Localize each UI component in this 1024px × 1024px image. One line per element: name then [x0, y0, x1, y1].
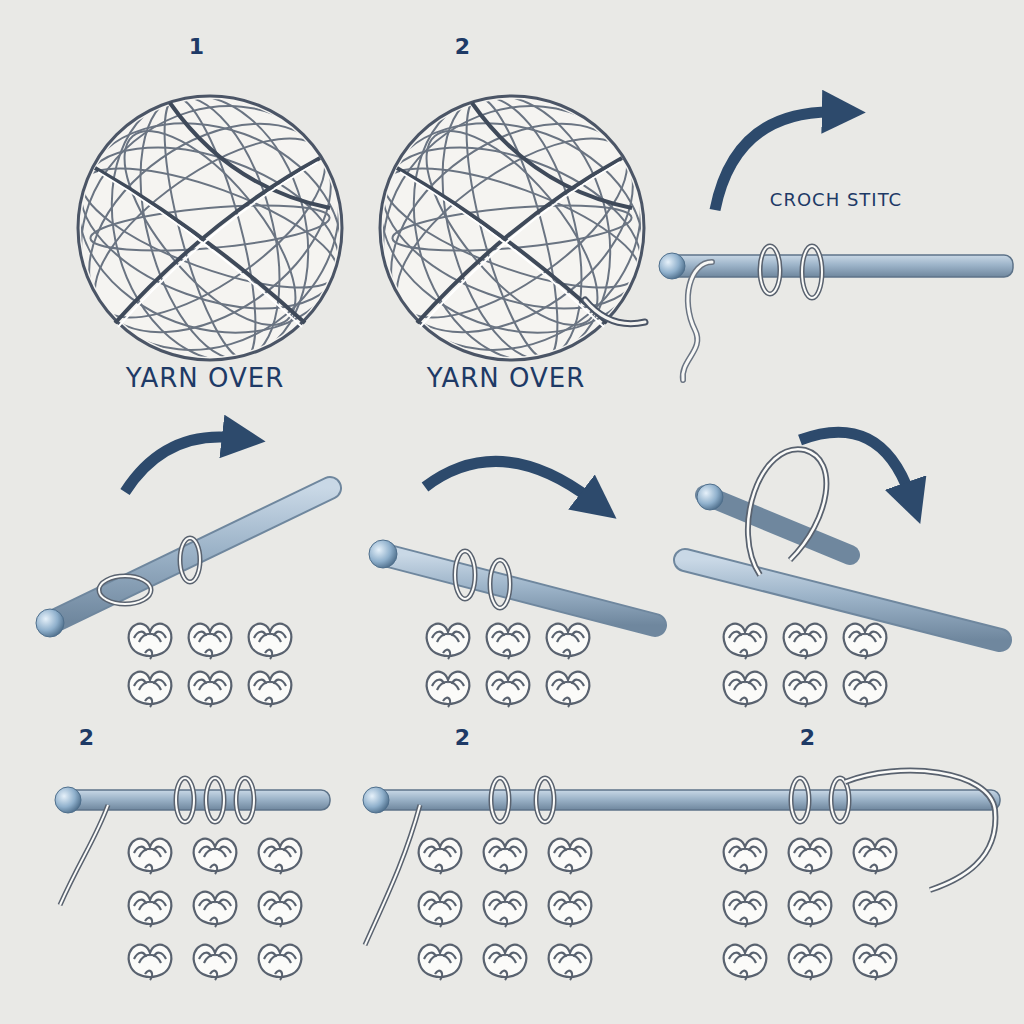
- step-number: 2: [79, 726, 95, 750]
- step-number: 1: [189, 35, 205, 59]
- step-number: 2: [800, 726, 816, 750]
- step-caption: YARN OVER: [126, 364, 285, 393]
- step-number: 2: [455, 726, 471, 750]
- step-number: 2: [455, 35, 471, 59]
- step-caption: YARN OVER: [427, 364, 586, 393]
- step-caption: CROCH STITC: [770, 190, 902, 210]
